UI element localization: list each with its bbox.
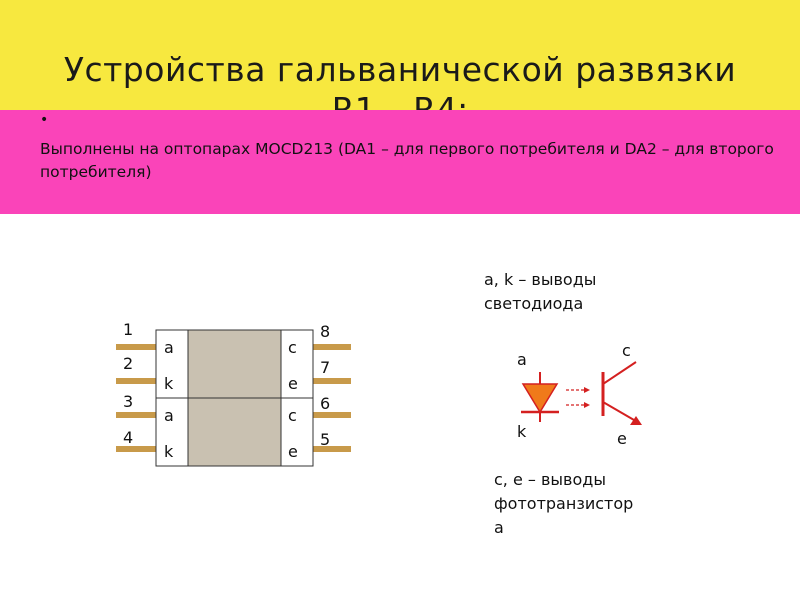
transistor-caption-line1: c, e – выводы xyxy=(494,470,606,489)
pin-number: 3 xyxy=(123,392,134,411)
emitter-arrowhead xyxy=(630,416,642,425)
slide-title: Устройства гальванической развязки xyxy=(63,50,737,89)
light-arrowhead-2 xyxy=(584,402,590,408)
led-triangle xyxy=(521,383,559,414)
transistor-collector xyxy=(602,361,637,385)
pin-1-lead xyxy=(116,344,156,350)
led-caption-line1: a, k – выводы xyxy=(484,270,597,289)
pin-7-lead xyxy=(313,378,351,384)
highlight-band xyxy=(0,110,800,214)
pin-number: 4 xyxy=(123,428,134,447)
pin-4-lead xyxy=(116,446,156,452)
chip-pin-label: k xyxy=(164,442,174,461)
transistor-caption-line2: фототранзистор xyxy=(494,494,634,513)
slide-title-continuation: R1 – R4: xyxy=(331,90,469,112)
chip-pin-label: a xyxy=(164,406,174,425)
emitter-label: e xyxy=(617,429,627,448)
chip-pin-label: c xyxy=(288,406,297,425)
pin-number: 2 xyxy=(123,354,134,373)
body-text: Выполнены на оптопарах MOCD213 (DA1 – дл… xyxy=(40,140,774,181)
pin-6-lead xyxy=(313,412,351,418)
chip-pin-label: e xyxy=(288,442,298,461)
pin-number: 1 xyxy=(123,320,134,339)
transistor-caption-line3: а xyxy=(494,518,504,537)
collector-label: c xyxy=(622,341,631,360)
pin-number: 8 xyxy=(320,322,331,341)
bullet-marker: • xyxy=(40,112,49,128)
title-band: Устройства гальванической развязки R1 – … xyxy=(0,0,800,112)
chip-pin-label: k xyxy=(164,374,174,393)
chip-pin-label: e xyxy=(288,374,298,393)
pin-5-lead xyxy=(313,446,351,452)
transistor-emitter xyxy=(602,401,635,421)
pin-2-lead xyxy=(116,378,156,384)
pin-number: 5 xyxy=(320,430,331,449)
pin-number: 7 xyxy=(320,358,331,377)
pin-3-lead xyxy=(116,412,156,418)
pin-number: 6 xyxy=(320,394,331,413)
light-arrowhead-1 xyxy=(584,387,590,393)
pin-8-lead xyxy=(313,344,351,350)
chip-pin-label: a xyxy=(164,338,174,357)
chip-pin-label: c xyxy=(288,338,297,357)
anode-label: a xyxy=(517,350,527,369)
cathode-label: k xyxy=(517,422,527,441)
led-caption-line2: светодиода xyxy=(484,294,584,313)
